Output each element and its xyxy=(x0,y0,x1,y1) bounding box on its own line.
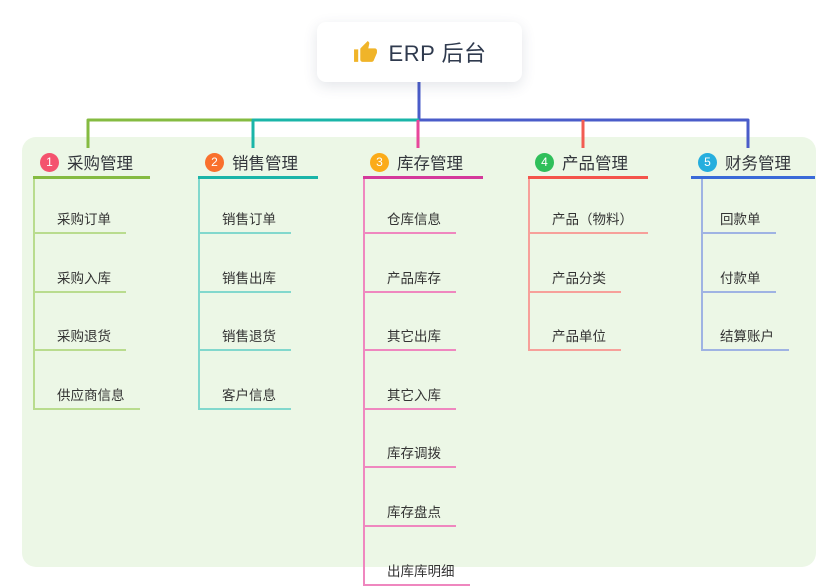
branch-label: 采购管理 xyxy=(67,155,133,173)
branch-header-5[interactable]: 5 财务管理 xyxy=(691,148,815,179)
child-node[interactable]: 出库库明细 xyxy=(365,527,470,586)
child-node[interactable]: 销售出库 xyxy=(200,234,291,293)
branch-badge: 1 xyxy=(40,152,59,172)
branch-header-1[interactable]: 1 采购管理 xyxy=(33,148,150,179)
child-node[interactable]: 销售退货 xyxy=(200,293,291,352)
child-node[interactable]: 付款单 xyxy=(703,234,776,293)
child-node[interactable]: 供应商信息 xyxy=(35,351,140,410)
branch-header-3[interactable]: 3 库存管理 xyxy=(363,148,483,179)
branch-children-1: 采购订单采购入库采购退货供应商信息 xyxy=(33,179,140,410)
branch-label: 库存管理 xyxy=(397,155,463,173)
child-node[interactable]: 采购入库 xyxy=(35,234,126,293)
branch-header-2[interactable]: 2 销售管理 xyxy=(198,148,318,179)
branch-badge: 5 xyxy=(698,152,717,172)
root-node[interactable]: ERP 后台 xyxy=(317,22,522,82)
branch-badge: 4 xyxy=(535,152,554,172)
branch-badge: 3 xyxy=(370,152,389,172)
child-node[interactable]: 其它入库 xyxy=(365,351,456,410)
branch-label: 财务管理 xyxy=(725,155,791,173)
branch-children-5: 回款单付款单结算账户 xyxy=(701,179,789,352)
branch-header-4[interactable]: 4 产品管理 xyxy=(528,148,648,179)
child-node[interactable]: 客户信息 xyxy=(200,351,291,410)
child-node[interactable]: 采购订单 xyxy=(35,179,126,234)
child-node[interactable]: 回款单 xyxy=(703,179,776,234)
child-node[interactable]: 库存盘点 xyxy=(365,468,456,527)
child-node[interactable]: 产品分类 xyxy=(530,234,621,293)
branch-badge: 2 xyxy=(205,152,224,172)
child-node[interactable]: 采购退货 xyxy=(35,293,126,352)
branch-children-4: 产品（物料）产品分类产品单位 xyxy=(528,179,648,352)
child-node[interactable]: 仓库信息 xyxy=(365,179,456,234)
child-node[interactable]: 产品单位 xyxy=(530,293,621,352)
child-node[interactable]: 产品库存 xyxy=(365,234,456,293)
child-node[interactable]: 结算账户 xyxy=(703,293,789,352)
root-title: ERP 后台 xyxy=(388,41,487,66)
thumbs-up-icon xyxy=(353,40,377,62)
branch-children-3: 仓库信息产品库存其它出库其它入库库存调拨库存盘点出库库明细 xyxy=(363,179,470,586)
child-node[interactable]: 销售订单 xyxy=(200,179,291,234)
child-node[interactable]: 产品（物料） xyxy=(530,179,648,234)
mindmap-panel xyxy=(22,137,816,567)
child-node[interactable]: 其它出库 xyxy=(365,293,456,352)
branch-label: 产品管理 xyxy=(562,155,628,173)
branch-label: 销售管理 xyxy=(232,155,298,173)
branch-children-2: 销售订单销售出库销售退货客户信息 xyxy=(198,179,291,410)
child-node[interactable]: 库存调拨 xyxy=(365,410,456,469)
